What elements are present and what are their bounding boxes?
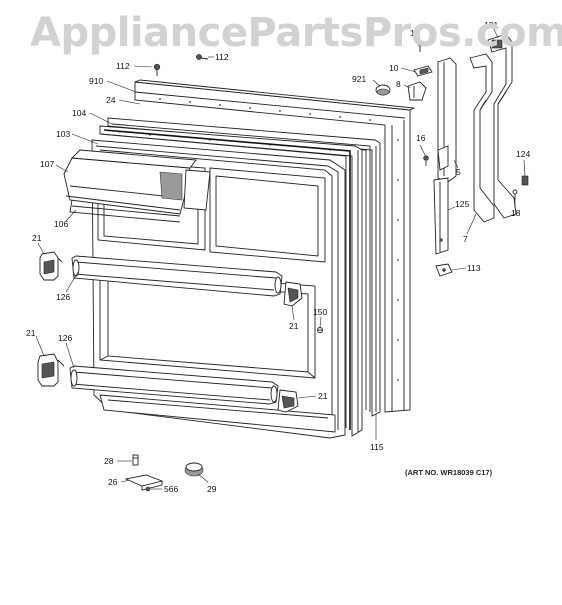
callout-103: 103	[56, 129, 70, 139]
callout-921: 921	[352, 74, 366, 84]
screw-112-b	[196, 54, 209, 60]
callout-16: 16	[416, 133, 426, 143]
hinge-bar-5	[437, 57, 457, 183]
outer-door-panel	[134, 79, 416, 413]
callout-125: 125	[455, 199, 469, 209]
part-26-bracket	[124, 474, 164, 491]
callout-115: 115	[370, 442, 384, 452]
callout-26: 26	[108, 477, 118, 487]
hinge-113	[435, 263, 453, 277]
callout-7: 7	[463, 234, 468, 244]
callout-126: 126	[56, 292, 70, 302]
callout-5: 5	[456, 167, 461, 177]
part-28-plug	[132, 454, 139, 466]
callout-112: 112	[215, 52, 229, 62]
door-shelf-upper	[71, 255, 283, 297]
hinge-7	[469, 53, 495, 223]
hinge-121	[487, 33, 517, 219]
shelf-end-cap-right-upper	[283, 281, 303, 307]
callout-18: 18	[511, 208, 521, 218]
callout-8: 8	[396, 79, 401, 89]
callout-107: 107	[40, 159, 54, 169]
dairy-compartment-door	[63, 149, 211, 223]
part-29-cap	[184, 462, 204, 477]
part-921-cap	[375, 84, 391, 96]
screw-150	[317, 327, 323, 333]
part-566-screw	[145, 486, 151, 492]
part-124-cap	[521, 175, 529, 186]
callout-24: 24	[106, 95, 116, 105]
callout-150: 150	[313, 307, 327, 317]
callout-113: 113	[467, 263, 481, 273]
leader-lines	[35, 28, 526, 490]
callout-104: 104	[72, 108, 86, 118]
callout-21: 21	[289, 321, 299, 331]
callout-21: 21	[26, 328, 36, 338]
callout-19: 19	[410, 28, 420, 38]
callout-106: 106	[54, 219, 68, 229]
callout-112: 112	[116, 61, 130, 71]
screw-112-a	[153, 63, 161, 76]
callout-910: 910	[89, 76, 103, 86]
shelf-end-cap-right-lower	[277, 389, 299, 413]
callout-10: 10	[389, 63, 399, 73]
callout-21: 21	[32, 233, 42, 243]
callout-29: 29	[207, 484, 217, 494]
callout-126: 126	[58, 333, 72, 343]
callout-28: 28	[104, 456, 114, 466]
part-18-screw	[512, 189, 518, 200]
watermark-logo: AppliancePartsPros.com	[30, 10, 562, 56]
shelf-end-cap-left-upper	[39, 251, 63, 281]
callout-121: 121	[484, 20, 498, 30]
callout-566: 566	[164, 484, 178, 494]
hinge-bracket-125	[433, 177, 449, 255]
part-8-bracket	[407, 81, 427, 101]
door-trim-frame	[99, 125, 363, 437]
shelf-end-cap-left-lower	[37, 353, 65, 387]
callout-124: 124	[516, 149, 530, 159]
callout-21: 21	[318, 391, 328, 401]
callout-labels: 112 112 910 24 104 103 107 106 21 126 21…	[26, 20, 530, 494]
art-number-label: (ART NO. WR18039 C17)	[405, 468, 493, 477]
part-10-clip	[413, 65, 433, 77]
door-shelf-lower	[69, 365, 279, 405]
part-16-screw	[423, 155, 429, 166]
